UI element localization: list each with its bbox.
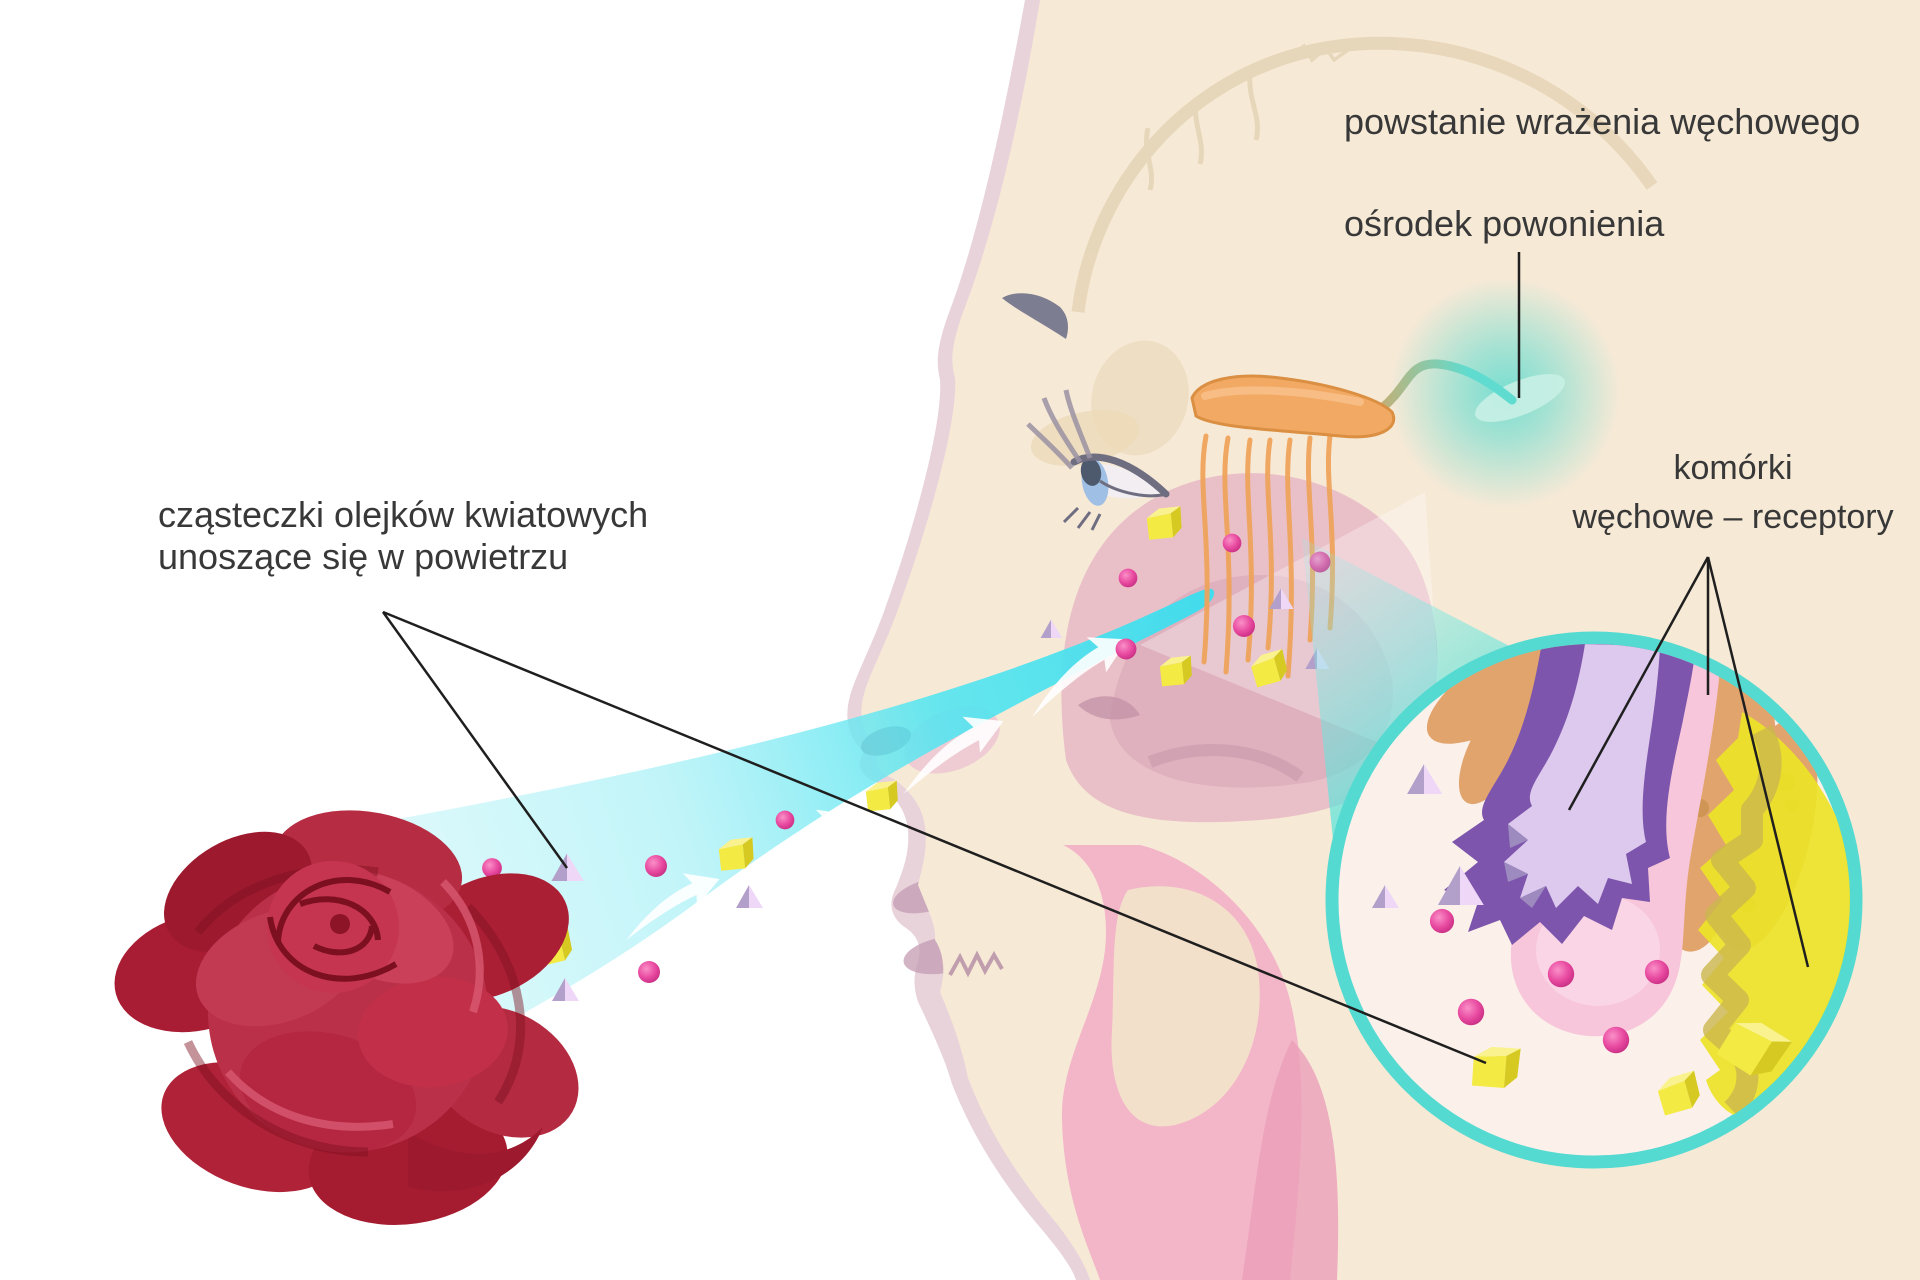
pupil	[1080, 458, 1102, 486]
pointer-lines	[381, 252, 1810, 1065]
molecule-sphere	[1429, 908, 1455, 934]
molecule-sphere	[1644, 959, 1670, 985]
molecule-pyramid	[736, 885, 763, 908]
eye	[1026, 389, 1170, 531]
olfactory-nerve-fibers	[1200, 433, 1336, 679]
rose-bud	[267, 861, 399, 993]
molecule-sphere	[645, 855, 667, 877]
molecule-sphere	[1457, 998, 1485, 1026]
magnifier-circle	[1325, 631, 1863, 1169]
molecule-sphere	[1233, 615, 1255, 637]
pointer-receptor-yellow	[1706, 556, 1810, 968]
mouth-line	[948, 950, 1004, 978]
throat-interior	[948, 845, 1339, 1280]
pointer-particles-to-beam	[381, 611, 569, 869]
receptor-cell-yellow-membrane	[1701, 724, 1782, 1119]
eyelashes	[1026, 389, 1093, 470]
eyebrow	[1002, 293, 1068, 339]
receptor-cells-view	[1372, 644, 1850, 1121]
molecule-sphere	[1222, 533, 1242, 553]
molecule-sphere	[775, 810, 795, 830]
molecule-sphere	[638, 961, 660, 983]
rose-illustration	[114, 810, 579, 1225]
molecule-sphere	[1547, 960, 1575, 988]
pointer-receptor-lavender	[1567, 556, 1710, 811]
skull-outline	[1071, 36, 1658, 313]
cilia-facets	[1504, 824, 1546, 908]
lower-eyelashes	[1062, 506, 1102, 531]
rose-highlights	[225, 879, 484, 1131]
label-smell-sensation: powstanie wrażenia węchowego	[1344, 101, 1861, 142]
molecule-sphere	[1115, 638, 1137, 660]
molecule-sphere	[1602, 1026, 1630, 1054]
label-scent-particles: cząsteczki olejków kwiatowych unoszące s…	[158, 494, 649, 577]
label-smell-center: ośrodek powonienia	[1344, 203, 1665, 244]
molecule-sphere	[1118, 568, 1138, 588]
olfactory-bulb	[1190, 374, 1396, 679]
pointer-particles-to-lens	[382, 610, 1487, 1065]
label-olfactory-receptors: komórki węchowe – receptory	[1572, 449, 1894, 536]
receptor-cell-lavender	[1504, 644, 1660, 908]
receptor-cell-yellow	[1698, 712, 1850, 1121]
